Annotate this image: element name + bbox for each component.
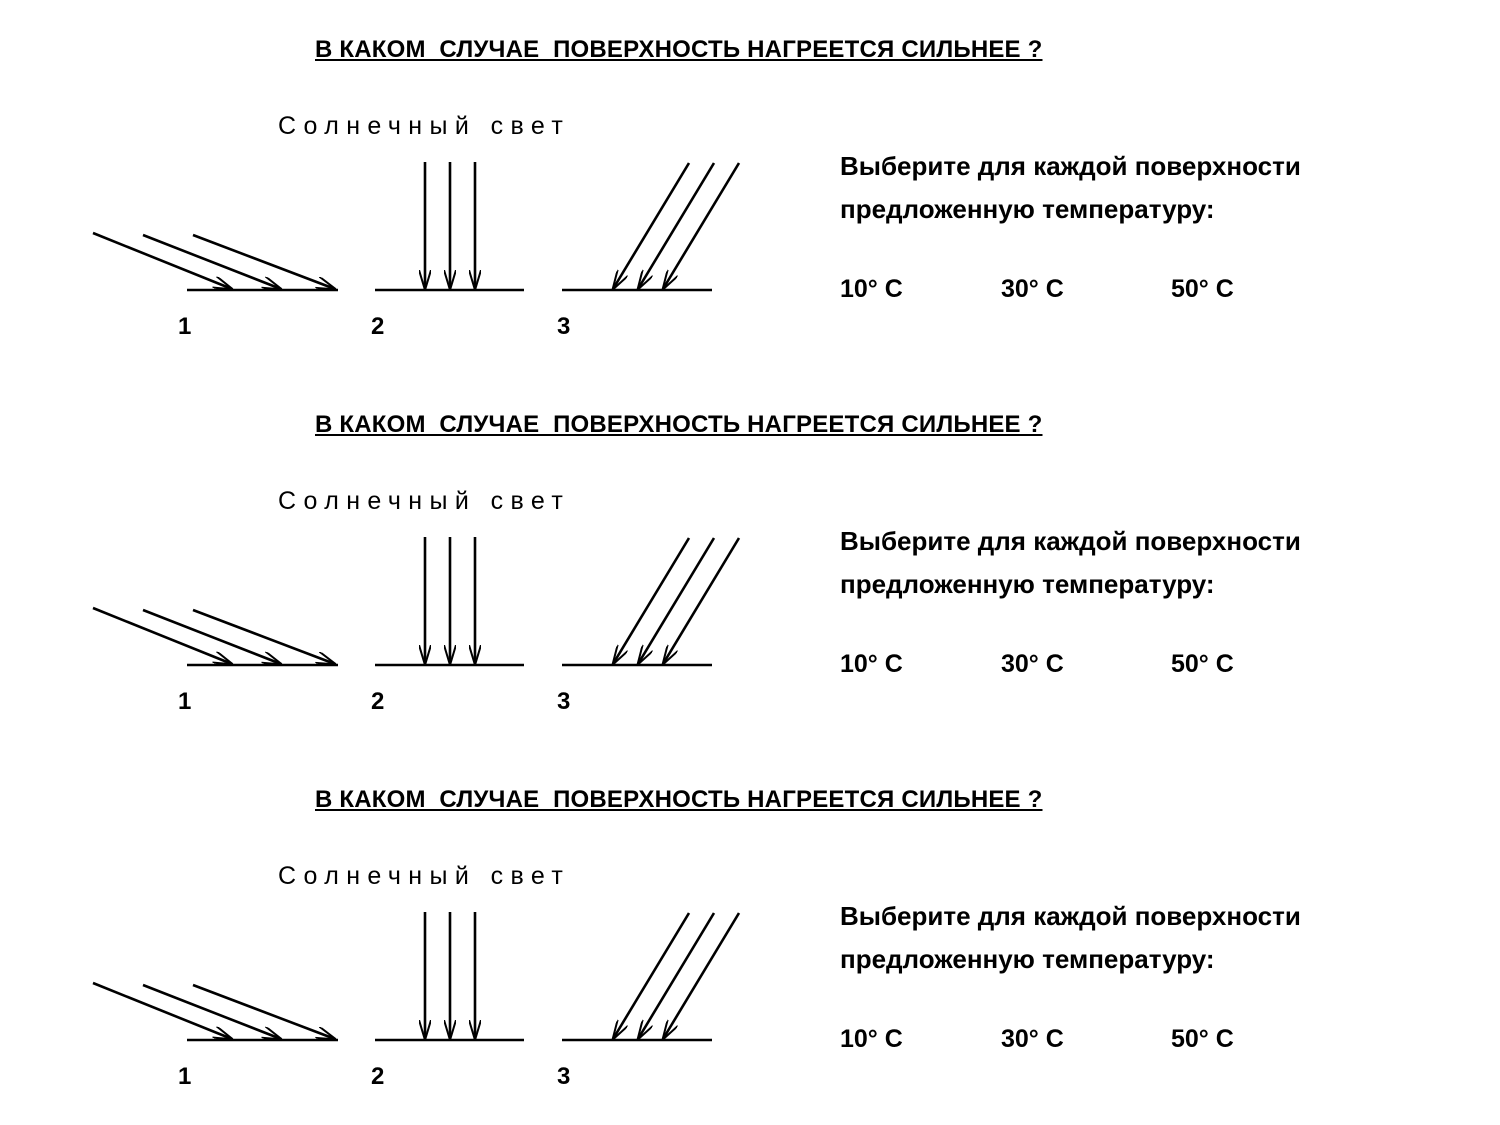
sunlight-diagram (92, 912, 741, 1125)
question-title: В КАКОМ СЛУЧАЕ ПОВЕРХНОСТЬ НАГРЕЕТСЯ СИЛ… (315, 36, 1043, 63)
question-block: В КАКОМ СЛУЧАЕ ПОВЕРХНОСТЬ НАГРЕЕТСЯ СИЛ… (0, 0, 1500, 375)
ray-arrow (142, 233, 281, 289)
ray-arrow (92, 981, 232, 1039)
temperature-option: 50° C (1171, 650, 1234, 678)
surface-number: 1 (178, 1063, 192, 1090)
ray-arrow (92, 231, 232, 289)
temperature-option: 30° C (1001, 275, 1064, 303)
ray-arrow (638, 162, 716, 289)
temperature-option: 10° C (840, 275, 903, 303)
ray-arrow (613, 912, 691, 1039)
instruction-line: Выберите для каждой поверхности (840, 901, 1301, 931)
instruction-text: Выберите для каждой поверхности предложе… (840, 145, 1301, 231)
question-block: В КАКОМ СЛУЧАЕ ПОВЕРХНОСТЬ НАГРЕЕТСЯ СИЛ… (0, 375, 1500, 750)
temperature-option: 30° C (1001, 1025, 1064, 1053)
ray-arrow (663, 162, 741, 289)
instruction-line: предложенную температуру: (840, 569, 1215, 599)
ray-arrow (192, 233, 335, 289)
surface-number: 1 (178, 688, 192, 715)
instruction-text: Выберите для каждой поверхности предложе… (840, 895, 1301, 981)
surface-number: 3 (557, 688, 571, 715)
ray-arrow (663, 912, 741, 1039)
question-title: В КАКОМ СЛУЧАЕ ПОВЕРХНОСТЬ НАГРЕЕТСЯ СИЛ… (315, 411, 1043, 438)
question-title: В КАКОМ СЛУЧАЕ ПОВЕРХНОСТЬ НАГРЕЕТСЯ СИЛ… (315, 786, 1043, 813)
ray-arrow (613, 162, 691, 289)
temperature-option: 30° C (1001, 650, 1064, 678)
instruction-line: Выберите для каждой поверхности (840, 526, 1301, 556)
surface-number: 1 (178, 313, 192, 340)
ray-arrow (142, 983, 281, 1039)
sunlight-label: Солнечный свет (278, 487, 571, 515)
surface-number: 2 (371, 313, 385, 340)
ray-arrow (192, 608, 335, 664)
instruction-line: предложенную температуру: (840, 944, 1215, 974)
ray-arrow (92, 606, 232, 664)
surface-number: 3 (557, 313, 571, 340)
surface-number: 3 (557, 1063, 571, 1090)
ray-arrow (638, 912, 716, 1039)
temperature-option: 10° C (840, 1025, 903, 1053)
instruction-text: Выберите для каждой поверхности предложе… (840, 520, 1301, 606)
sunlight-label: Солнечный свет (278, 112, 571, 140)
ray-arrow (663, 537, 741, 664)
sunlight-diagram (92, 537, 741, 750)
surface-number: 2 (371, 688, 385, 715)
sunlight-label: Солнечный свет (278, 862, 571, 890)
temperature-option: 50° C (1171, 275, 1234, 303)
question-block: В КАКОМ СЛУЧАЕ ПОВЕРХНОСТЬ НАГРЕЕТСЯ СИЛ… (0, 750, 1500, 1125)
ray-arrow (142, 608, 281, 664)
surface-number: 2 (371, 1063, 385, 1090)
instruction-line: предложенную температуру: (840, 194, 1215, 224)
instruction-line: Выберите для каждой поверхности (840, 151, 1301, 181)
ray-arrow (638, 537, 716, 664)
ray-arrow (613, 537, 691, 664)
temperature-option: 10° C (840, 650, 903, 678)
temperature-option: 50° C (1171, 1025, 1234, 1053)
sunlight-diagram (92, 162, 741, 375)
ray-arrow (192, 983, 335, 1039)
